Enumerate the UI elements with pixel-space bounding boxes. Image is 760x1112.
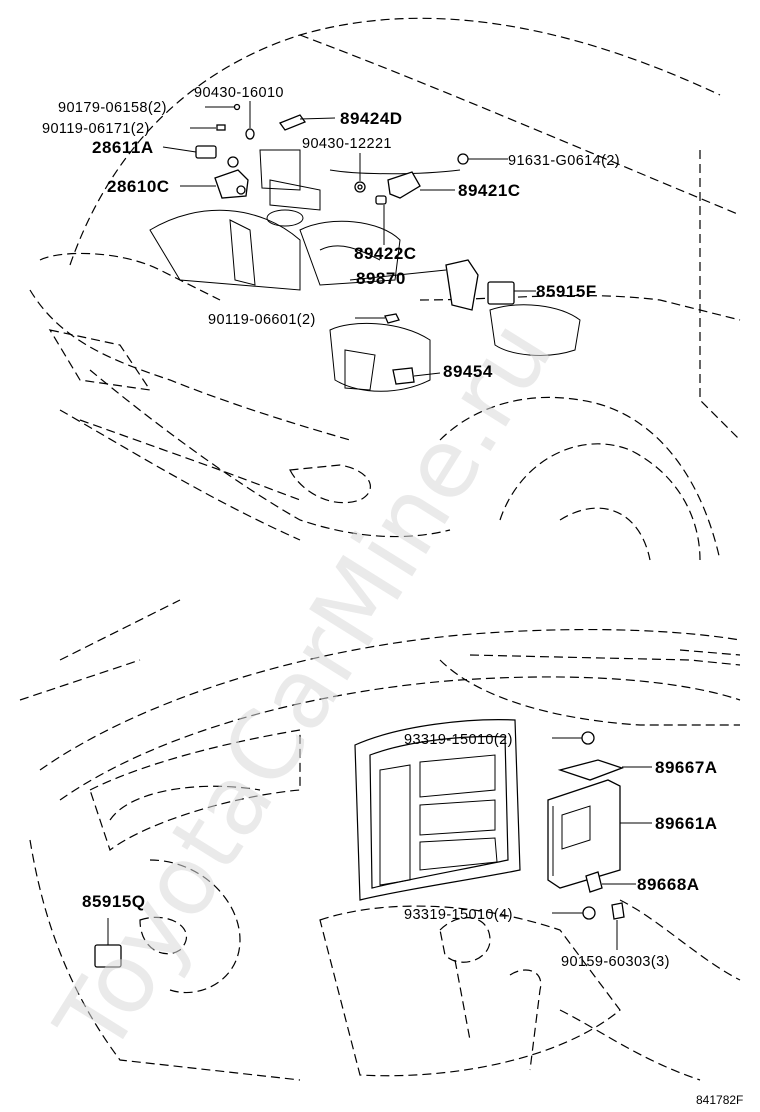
label-93319-15010-4: 93319-15010(4)	[404, 907, 513, 923]
ecu-89661A-glyph	[547, 779, 621, 889]
label-93319-15010-2: 93319-15010(2)	[404, 732, 513, 748]
label-90179-06158: 90179-06158(2)	[58, 100, 167, 116]
sensor-89424D-glyph	[278, 114, 307, 131]
part-glyphs	[94, 103, 625, 968]
label-89667A: 89667A	[655, 758, 718, 777]
clip-90179-glyph	[233, 103, 241, 111]
label-89454: 89454	[443, 362, 493, 381]
label-90430-16010: 90430-16010	[194, 85, 284, 101]
clip-93319-2-glyph	[581, 731, 595, 745]
washer-90430-16010-glyph	[245, 128, 255, 140]
label-28610C: 28610C	[107, 177, 170, 196]
sensor-89421C-glyph	[387, 171, 421, 199]
leader-lines	[107, 101, 652, 950]
label-89870: 89870	[356, 269, 406, 288]
watermark: ToyotaCarMine.ru	[34, 302, 574, 1073]
relay-85915F-glyph	[487, 281, 515, 305]
label-85915Q: 85915Q	[82, 892, 146, 911]
label-28611A: 28611A	[92, 138, 154, 157]
interior-illustration	[19, 599, 741, 1081]
engine-bay-illustration	[29, 17, 741, 561]
label-90430-12221: 90430-12221	[302, 136, 392, 152]
label-90119-06601: 90119-06601(2)	[208, 312, 316, 328]
label-90119-06171: 90119-06171(2)	[42, 121, 150, 137]
bolt-91631-glyph	[457, 153, 469, 165]
label-91631-G0614: 91631-G0614(2)	[508, 153, 620, 169]
bolt-90119-06601-glyph	[384, 313, 400, 324]
bracket-89668A-glyph	[585, 871, 603, 893]
sensor-89454-glyph	[392, 367, 415, 385]
sensor-89422C-glyph	[375, 195, 387, 205]
label-89421C: 89421C	[458, 181, 521, 200]
label-90159-60303: 90159-60303(3)	[561, 954, 670, 970]
label-89661A: 89661A	[655, 814, 718, 833]
bracket-89870-glyph	[445, 259, 479, 311]
label-85915F: 85915F	[536, 282, 597, 301]
label-89668A: 89668A	[637, 875, 700, 894]
label-89424D: 89424D	[340, 109, 403, 128]
figure-id: 841782F	[696, 1093, 743, 1107]
clip-90119-glyph	[216, 124, 226, 131]
bracket-89667A-glyph	[557, 759, 624, 781]
clip-93319-4-glyph	[582, 906, 596, 920]
part-28611A-glyph	[195, 145, 217, 159]
bolt-90159-glyph	[611, 902, 625, 920]
label-89422C: 89422C	[354, 244, 417, 263]
part-labels: 90430-16010 90179-06158(2) 90119-06171(2…	[42, 85, 743, 1107]
